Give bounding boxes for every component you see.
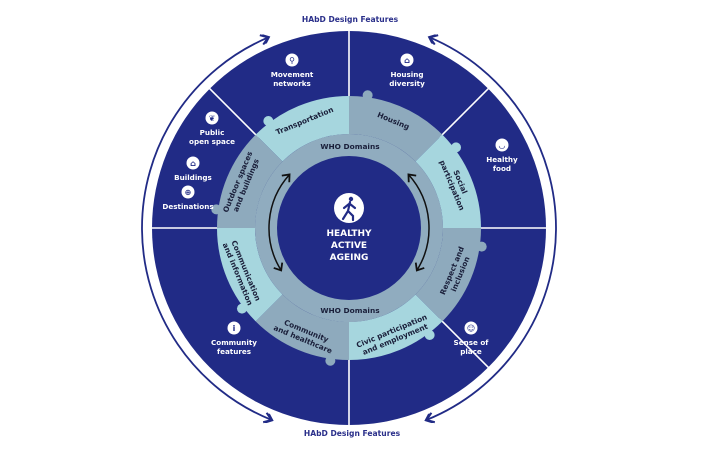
feature-buildings: ⌂ Buildings [174,156,212,182]
feature-label-line: diversity [389,79,425,88]
domain-notch [263,115,274,126]
outer-arrow-left [141,37,272,421]
domain-notch [236,303,247,314]
arrowhead-bottom-right [424,412,436,424]
domain-segment-shape [415,228,481,322]
domain-segment-shape [349,294,443,360]
domain-notch [325,355,336,366]
arrowhead-top-left [259,34,270,46]
domain-notch [451,142,462,153]
domain-segment-shape [255,96,349,162]
center-hub: HEALTHY ACTIVE AGEING [268,156,430,300]
center-disc [277,156,421,300]
house-icon: ⌂ [400,53,414,67]
domain-segment: Housing [349,90,443,162]
feature-label-line: food [493,164,511,173]
feature-label: Buildings [174,173,212,182]
who-arrowhead-bottom-left [273,262,284,272]
sector-divider [208,87,260,139]
svg-text:☺: ☺ [467,324,475,333]
feature-label-line: Destinations [162,202,213,211]
feature-label-line: Community [211,338,257,347]
domain-notch [362,90,373,101]
feature-label-line: Movement [271,70,314,79]
arrowhead-bottom-left [262,412,274,424]
sector-divider [438,317,490,369]
feature-label-line: Housing [390,70,423,79]
habd-top-label: HAbD Design Features [302,15,399,24]
sector-dividers [151,30,547,426]
habd-bottom-label: HAbD Design Features [304,429,401,438]
domain-segment: Respect andinclusion [415,228,487,322]
who-arrowhead-bottom-right [414,262,425,272]
building-icon: ⌂ [186,156,200,170]
feature-label-line: networks [273,79,311,88]
svg-text:⊕: ⊕ [185,188,192,197]
domain-segment: Socialparticipation [415,134,481,228]
bicycle-icon: ⚲ [285,53,299,67]
svg-text:⚲: ⚲ [289,56,295,65]
food-bowl-icon: ◡ [495,138,509,152]
who-arrowhead-top-left [281,173,291,183]
svg-text:i: i [233,324,236,333]
domain-segment-shape [217,134,283,228]
smile-icon: ☺ [464,321,478,335]
domain-notch [211,204,222,215]
feature-label-line: open space [189,137,235,146]
domain-notch [424,330,435,341]
feature-label: Destinations [162,202,213,211]
domain-segment-shape [255,294,349,360]
center-label-line: AGEING [330,253,369,263]
who-arrow-left [268,173,291,271]
who-domains-top-label: WHO Domains [320,142,380,151]
feature-destinations: ⊕ Destinations [162,185,214,211]
feature-label-line: features [217,347,251,356]
who-arrowhead-top-right [407,173,417,183]
who-arrow-right [407,173,430,271]
domain-segment-shape [349,96,443,162]
domain-segment: Communityand healthcare [255,294,349,366]
feature-label-line: place [460,347,482,356]
domain-segment-shape [217,228,283,322]
leaf-icon: ❦ [205,111,219,125]
info-icon: i [227,321,241,335]
svg-text:⌂: ⌂ [190,159,196,168]
center-label-line: HEALTHY [326,229,372,239]
svg-text:⌂: ⌂ [404,56,410,65]
feature-label-line: Sense of [454,338,490,347]
domain-segment-shape [415,134,481,228]
svg-text:◡: ◡ [499,141,505,150]
outer-ring [141,33,557,425]
domain-notch [476,241,487,252]
who-domains-bottom-label: WHO Domains [320,306,380,315]
crosshair-icon: ⊕ [181,185,195,199]
center-label-line: ACTIVE [331,241,367,251]
sector-divider [438,87,490,139]
feature-label-line: Buildings [174,173,212,182]
outer-arrow-right [426,37,557,421]
arrowhead-top-right [428,34,439,46]
feature-label-line: Healthy [486,155,518,164]
svg-text:❦: ❦ [209,114,216,123]
walking-person-icon [334,193,364,223]
domain-segment: Communicationand information [217,228,283,322]
feature-label-line: Public [200,128,225,137]
